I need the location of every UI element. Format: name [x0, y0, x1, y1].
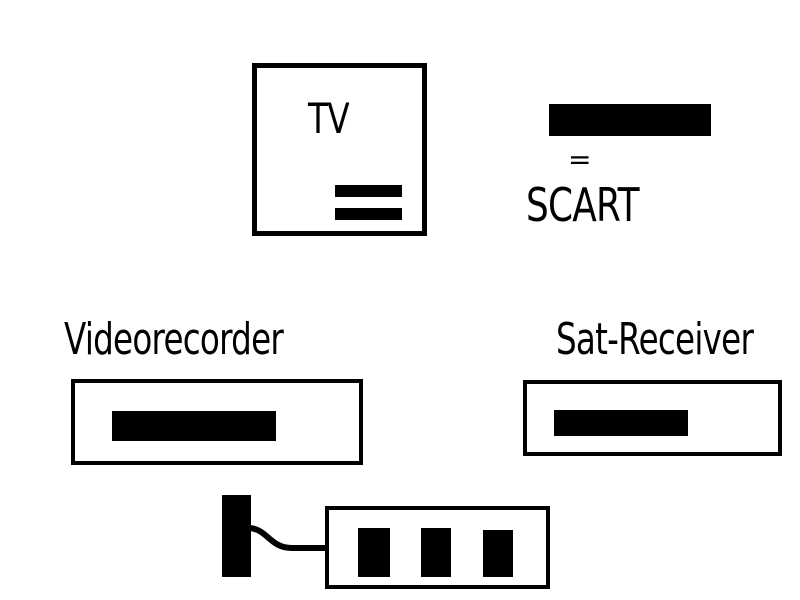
power-socket-2	[421, 528, 451, 577]
power-plug	[222, 495, 251, 577]
power-socket-3	[483, 530, 513, 577]
tv-scart-port-2	[335, 208, 402, 220]
tv-scart-port-1	[335, 185, 402, 197]
tv-label: TV	[308, 94, 350, 143]
sat-receiver-label: Sat-Receiver	[556, 314, 754, 365]
sat-receiver-scart-port	[554, 410, 688, 436]
legend-equals: =	[568, 143, 591, 176]
tv-device	[252, 63, 427, 236]
power-socket-1	[358, 528, 390, 577]
scart-legend-swatch	[549, 104, 711, 136]
scart-legend-label: SCART	[526, 178, 639, 232]
videorecorder-scart-port	[112, 411, 276, 441]
videorecorder-label: Videorecorder	[64, 314, 284, 365]
